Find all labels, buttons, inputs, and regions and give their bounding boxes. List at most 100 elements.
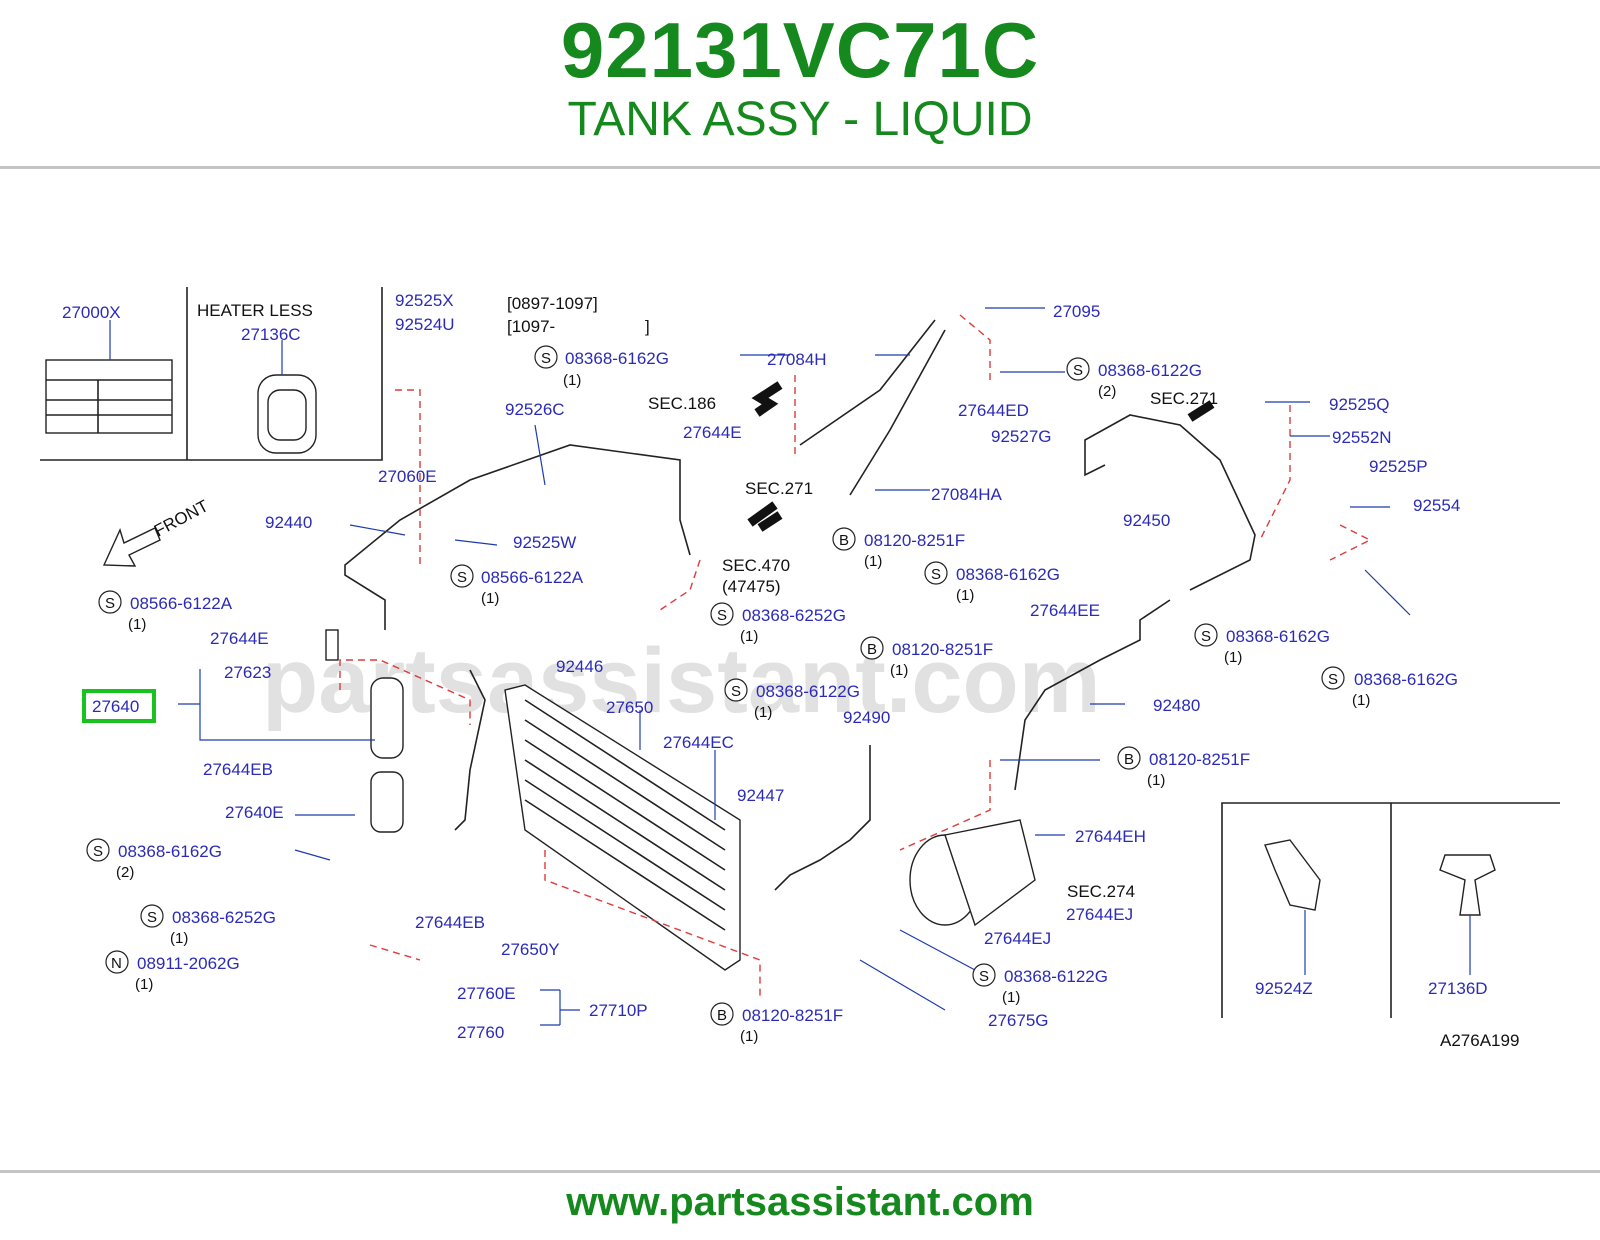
label-27136C: 27136C [241, 325, 301, 344]
assembly-dashes [339, 314, 1372, 1000]
label-27640-highlighted[interactable]: 27640 [92, 697, 139, 716]
highlight-box [82, 689, 156, 723]
label-92490: 92490 [843, 708, 890, 727]
label-27644EJ-2: 27644EJ [984, 929, 1051, 948]
svg-text:S: S [457, 569, 467, 586]
svg-text:(1): (1) [128, 616, 146, 633]
svg-text:B: B [1124, 751, 1134, 768]
fastener-callout: S 08368-6122G (1) [972, 963, 1108, 1006]
fastener-callout: S 08368-6162G (1) [1321, 666, 1458, 709]
svg-text:08368-6122G: 08368-6122G [1004, 967, 1108, 986]
svg-text:B: B [867, 641, 877, 658]
condenser [504, 684, 741, 971]
label-27640E: 27640E [225, 803, 284, 822]
label-27644ED: 27644ED [958, 401, 1029, 420]
label-92554: 92554 [1413, 496, 1460, 515]
part-name-subtitle: TANK ASSY - LIQUID [567, 93, 1033, 146]
label-92446: 92446 [556, 657, 603, 676]
fastener-callout: S 08368-6252G (1) [140, 904, 276, 947]
label-92450: 92450 [1123, 511, 1170, 530]
fastener-callout: S 08566-6122A (1) [450, 564, 584, 607]
label-92524Z: 92524Z [1255, 979, 1313, 998]
fastener-callout: B 08120-8251F (1) [1117, 746, 1250, 789]
fastener-callout: B 08120-8251F (1) [710, 1002, 843, 1045]
svg-text:(1): (1) [740, 628, 758, 645]
section-271-right: SEC.271 [1150, 389, 1218, 408]
svg-text:S: S [931, 566, 941, 583]
label-92525P: 92525P [1369, 457, 1428, 476]
svg-text:08368-6122G: 08368-6122G [1098, 361, 1202, 380]
clip-inset [1221, 802, 1560, 1018]
label-27060E: 27060E [378, 467, 437, 486]
svg-text:S: S [93, 843, 103, 860]
svg-text:(2): (2) [1098, 383, 1116, 400]
svg-text:08368-6252G: 08368-6252G [172, 908, 276, 927]
fastener-callout: S 08566-6122A (1) [98, 590, 233, 633]
label-27095: 27095 [1053, 302, 1100, 321]
svg-text:08368-6162G: 08368-6162G [956, 565, 1060, 584]
label-92525Q: 92525Q [1329, 395, 1390, 414]
header-divider [0, 166, 1600, 169]
svg-text:08566-6122A: 08566-6122A [481, 568, 584, 587]
section-470-sub: (47475) [722, 577, 781, 596]
label-27760: 27760 [457, 1023, 504, 1042]
liquid-tank [325, 629, 404, 833]
date-range-1: [0897-1097] [507, 294, 598, 313]
label-27760E: 27760E [457, 984, 516, 1003]
label-27644EJ: 27644EJ [1066, 905, 1133, 924]
svg-text:S: S [105, 595, 115, 612]
svg-text:08566-6122A: 08566-6122A [130, 594, 233, 613]
footer-divider [0, 1170, 1600, 1173]
label-27644EC: 27644EC [663, 733, 734, 752]
pipes [344, 319, 1256, 891]
svg-text:S: S [541, 350, 551, 367]
svg-text:(1): (1) [754, 704, 772, 721]
svg-text:(2): (2) [116, 864, 134, 881]
label-92527G: 92527G [991, 427, 1052, 446]
label-27644EH: 27644EH [1075, 827, 1146, 846]
diagram-code: A276A199 [1440, 1031, 1519, 1050]
svg-text:B: B [839, 532, 849, 549]
label-27644EB: 27644EB [203, 760, 273, 779]
fastener-callout: S 08368-6122G (2) [1066, 357, 1202, 400]
svg-text:08368-6162G: 08368-6162G [1226, 627, 1330, 646]
footer-url-link[interactable]: www.partsassistant.com [566, 1180, 1034, 1224]
label-27136D: 27136D [1428, 979, 1488, 998]
front-arrow-icon [102, 527, 161, 567]
svg-text:(1): (1) [170, 930, 188, 947]
svg-text:08368-6162G: 08368-6162G [1354, 670, 1458, 689]
label-92525W: 92525W [513, 533, 576, 552]
label-27623: 27623 [224, 663, 271, 682]
page-header: 92131VC71C TANK ASSY - LIQUID [0, 0, 1600, 170]
section-arrows [747, 381, 1215, 532]
section-186: SEC.186 [648, 394, 716, 413]
label-92526C: 92526C [505, 400, 565, 419]
svg-text:08368-6162G: 08368-6162G [118, 842, 222, 861]
fastener-callout: S 08368-6162G (1) [534, 345, 669, 389]
label-27644E-2: 27644E [683, 423, 742, 442]
svg-text:(1): (1) [481, 590, 499, 607]
part-number-title: 92131VC71C [560, 6, 1040, 94]
svg-text:S: S [1201, 628, 1211, 645]
label-27644EB-2: 27644EB [415, 913, 485, 932]
svg-text:08120-8251F: 08120-8251F [742, 1006, 843, 1025]
label-27084HA: 27084HA [931, 485, 1003, 504]
fastener-callout: S 08368-6162G (1) [924, 561, 1060, 604]
svg-text:(1): (1) [1352, 692, 1370, 709]
svg-text:(1): (1) [740, 1028, 758, 1045]
svg-text:(1): (1) [563, 372, 581, 389]
fastener-callout: S 08368-6162G (1) [1194, 623, 1330, 666]
fastener-callout: N 08911-2062G (1) [105, 950, 240, 993]
svg-text:08368-6122G: 08368-6122G [756, 682, 860, 701]
svg-text:08368-6252G: 08368-6252G [742, 606, 846, 625]
svg-text:(1): (1) [956, 587, 974, 604]
label-27710P: 27710P [589, 1001, 648, 1020]
label-92552N: 92552N [1332, 428, 1392, 447]
fastener-callout: S 08368-6122G (1) [724, 678, 860, 721]
front-label: FRONT [151, 496, 212, 540]
fastener-callout: B 08120-8251F (1) [832, 527, 965, 570]
svg-text:S: S [1328, 671, 1338, 688]
svg-text:(1): (1) [135, 976, 153, 993]
svg-text:S: S [979, 968, 989, 985]
svg-text:08120-8251F: 08120-8251F [1149, 750, 1250, 769]
